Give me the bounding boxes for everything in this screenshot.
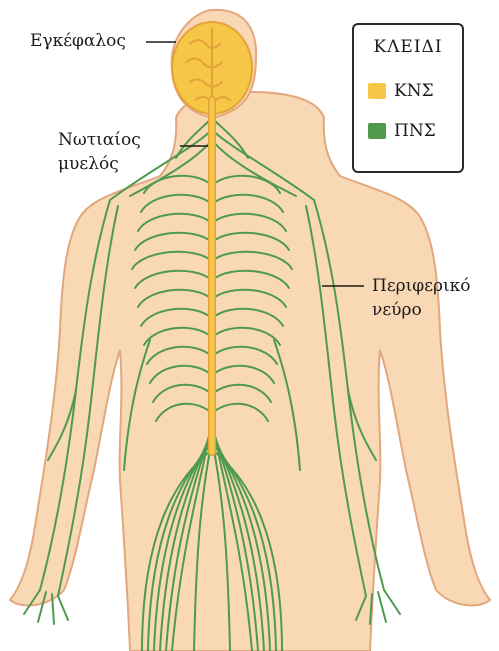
peripheral-nerve-label-line2: νεύρο <box>372 300 422 321</box>
spinal-cord-label-line2: μυελός <box>58 154 119 175</box>
legend-label-pns: ΠΝΣ <box>394 121 436 141</box>
cns-swatch <box>368 83 386 99</box>
legend: ΚΛΕΙΔΙ ΚΝΣ ΠΝΣ <box>352 23 464 173</box>
spinal-cord-label-line1: Νωτιαίος <box>58 130 141 151</box>
legend-title: ΚΛΕΙΔΙ <box>354 37 462 57</box>
brain-label: Εγκέφαλος <box>30 31 126 52</box>
peripheral-nerve-label-line1: Περιφερικό <box>372 276 471 297</box>
pns-swatch <box>368 123 386 139</box>
legend-label-cns: ΚΝΣ <box>394 81 434 101</box>
